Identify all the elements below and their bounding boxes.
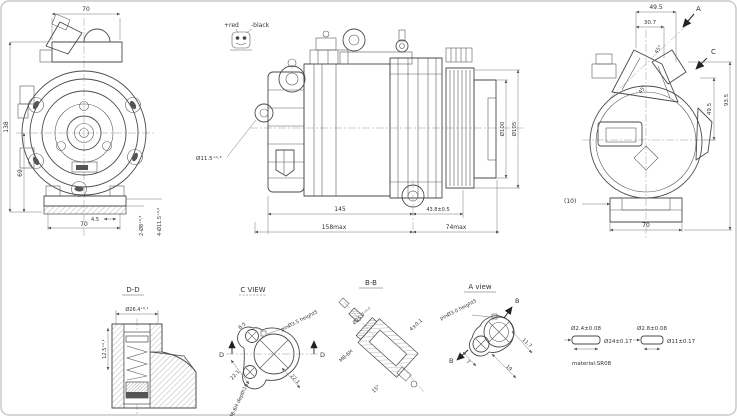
cut-label-b-top: B bbox=[515, 297, 519, 305]
dim-front-height: 138 bbox=[3, 121, 10, 133]
dim-rear-top-inner: 30.7 bbox=[644, 20, 657, 26]
rivet1-len-label: Ø24±0.17 bbox=[604, 338, 633, 345]
dim-rear-side-inner: 49.5 bbox=[707, 102, 713, 115]
connector-icon bbox=[231, 31, 251, 49]
angle-bb: 15° bbox=[371, 384, 382, 395]
connector-positive-label: +red bbox=[224, 22, 239, 29]
dim-clutch-total: 74max bbox=[446, 224, 467, 231]
dim-a-2: 19 bbox=[504, 364, 513, 373]
dim-rear-top: 49.5 bbox=[649, 4, 663, 11]
rivet1-dia-label: Ø2.4±0.08 bbox=[571, 325, 601, 332]
connector-symbol: +red -black bbox=[224, 22, 270, 51]
dim-a-3: 7 bbox=[464, 359, 470, 366]
cut-label-d-right: D bbox=[320, 351, 325, 359]
angle-label-1: 45° bbox=[654, 44, 664, 55]
dim-dd-depth: 12.5⁺⁰·¹ bbox=[102, 339, 108, 358]
dim-total-length: 158max bbox=[322, 224, 347, 231]
cut-label-d-left: D bbox=[219, 351, 224, 359]
side-view: +red -black bbox=[196, 22, 524, 236]
dim-base-offset: 4.5 bbox=[91, 217, 99, 223]
label-holes-large: 4-Ø11.5⁺⁰·² bbox=[156, 208, 163, 236]
dim-rear-base-width: 70 bbox=[642, 222, 650, 229]
rivet2-len-label: Ø11±0.17 bbox=[667, 338, 696, 345]
view-arrow-a bbox=[682, 13, 695, 28]
section-bb-title: B-B bbox=[365, 279, 377, 287]
dim-dd-bore: Ø26.4⁺⁰·¹ bbox=[125, 306, 148, 313]
cut-label-b-bottom: B bbox=[449, 357, 453, 365]
rim-bosses bbox=[28, 97, 143, 197]
label-boss-dia: Ø11.5⁺⁰·³ bbox=[196, 155, 222, 162]
dim-c-right: 22.1 bbox=[289, 373, 301, 385]
view-arrow-c-label: C bbox=[711, 48, 716, 56]
rivet1-sketch bbox=[571, 335, 601, 345]
dim-c-offset: 8.5 bbox=[237, 321, 247, 331]
rivet2-dia-label: Ø2.8±0.08 bbox=[637, 325, 667, 332]
dim-clutch: 43.8±0.5 bbox=[426, 207, 449, 213]
angle-label-2: 45° bbox=[638, 84, 648, 95]
dim-pulley-inner: Ø100 bbox=[499, 121, 506, 136]
dim-c-left: 22.1 bbox=[229, 369, 241, 381]
dim-front-height-lower: 69 bbox=[17, 169, 24, 177]
dim-pulley-outer: Ø105 bbox=[511, 121, 518, 136]
dim-front-top-width: 70 bbox=[82, 6, 90, 13]
dim-rear-side: 93.5 bbox=[724, 93, 730, 106]
dim-body-length: 145 bbox=[334, 206, 346, 213]
dim-base-ref: (10) bbox=[564, 198, 576, 205]
section-dd-title: D-D bbox=[126, 286, 139, 294]
view-a-title: A view bbox=[468, 283, 491, 291]
section-bb: B-B Ø15.7⁺⁰·¹ 4±0.1 M8-6H 15° bbox=[338, 279, 425, 395]
material-note: material:SR08 bbox=[572, 361, 612, 367]
rivet2-sketch bbox=[640, 335, 664, 345]
view-arrow-a-label: A bbox=[696, 5, 701, 13]
rivet-notes: Ø2.4±0.08 Ø24±0.17 Ø2.8±0.08 Ø11±0.17 ma… bbox=[564, 325, 696, 367]
view-arrow-c bbox=[695, 57, 708, 70]
label-holes-small: 2-Ø8⁺⁰·³ bbox=[138, 216, 145, 236]
view-c-title: C VIEW bbox=[240, 286, 265, 294]
connector-negative-label: -black bbox=[251, 22, 270, 29]
rear-view: 49.5 30.7 A C 93.5 49.5 (10) 70 45° 45° bbox=[564, 4, 732, 238]
dim-a-1: 11.7 bbox=[521, 337, 533, 349]
section-dd: D-D Ø26.4⁺⁰·¹ 12.5⁺⁰·¹ bbox=[102, 286, 197, 414]
front-view: 70 138 69 70 4.5 2-Ø8⁺⁰·³ 4-Ø11.5⁺⁰·² bbox=[3, 6, 163, 236]
dim-front-bottom-width: 70 bbox=[80, 221, 88, 228]
